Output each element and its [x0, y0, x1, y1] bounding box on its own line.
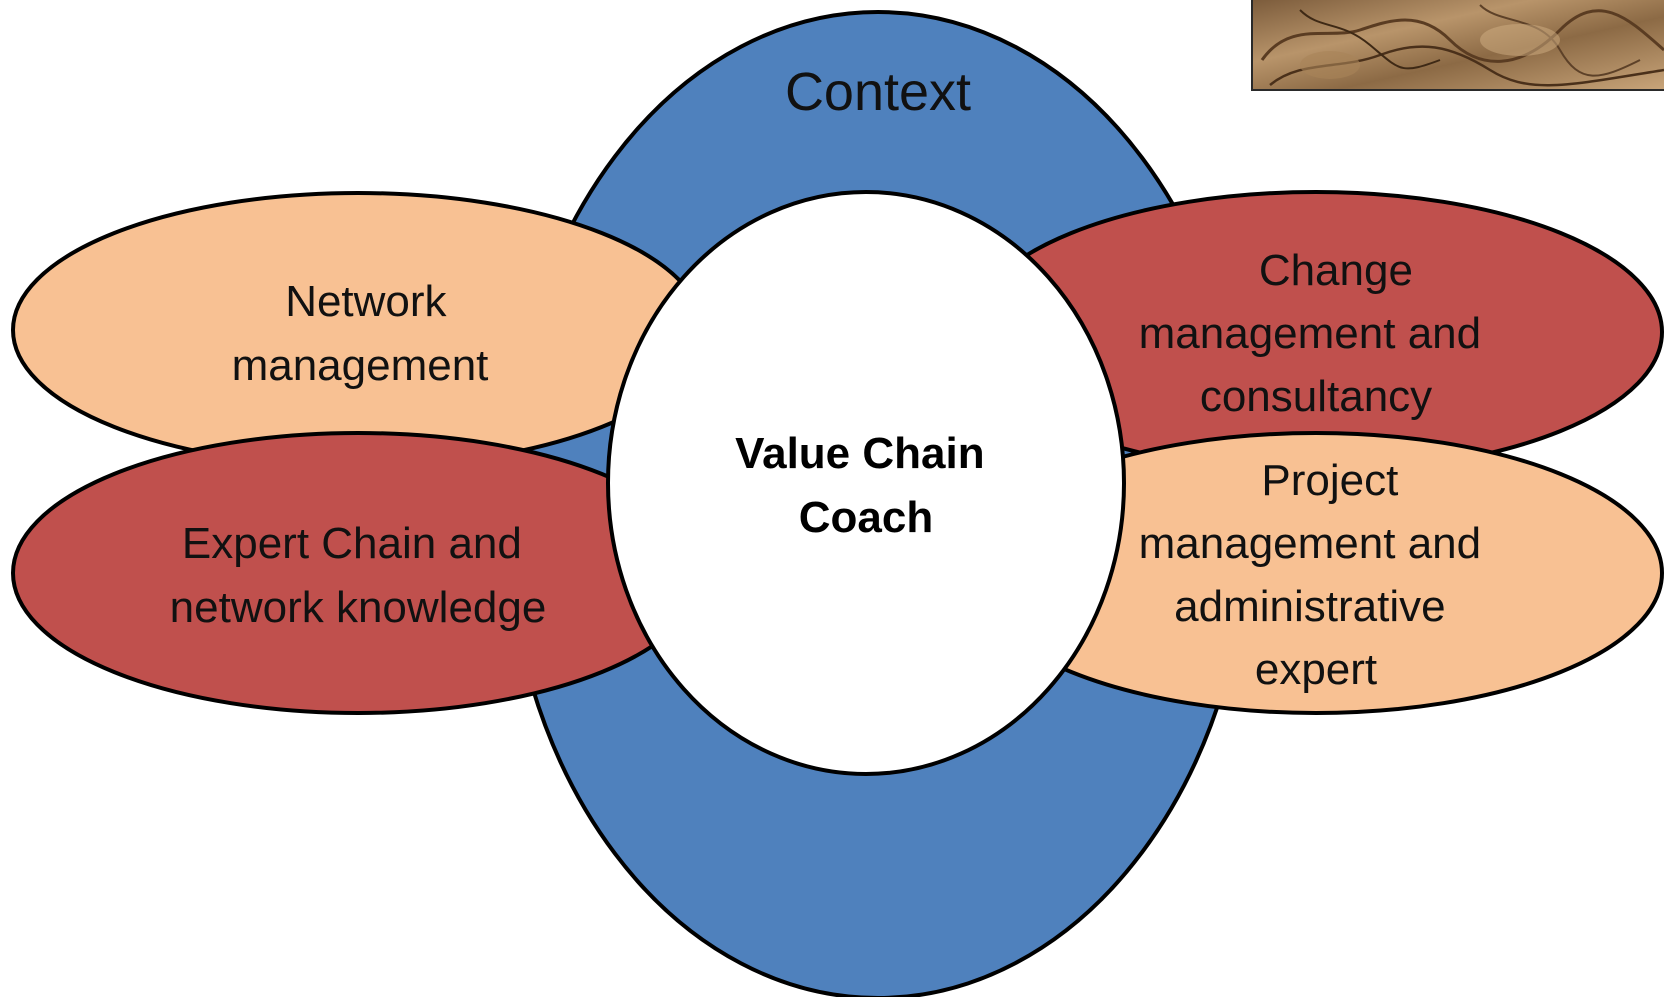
petal-change-management: Change management and consultancy	[968, 190, 1664, 474]
petal-project-line-4: expert	[1255, 645, 1377, 694]
center-label-line-1: Value Chain	[735, 429, 984, 478]
petal-change-label: Change management and consultancy	[1139, 246, 1494, 421]
petal-project-management: Project management and administrative ex…	[968, 431, 1664, 715]
center-label-line-2: Coach	[799, 493, 933, 542]
context-label: Context	[785, 62, 971, 122]
petal-network-management: Network management	[11, 191, 705, 469]
petal-network-label: Network management	[232, 277, 489, 390]
petal-project-label: Project management and administrative ex…	[1139, 456, 1494, 694]
petal-expert-shape	[11, 431, 705, 715]
petal-change-line-2: management and	[1139, 309, 1481, 358]
center-circle	[606, 190, 1126, 776]
center-label: Value Chain Coach	[735, 429, 997, 542]
petal-expert-line-2: network knowledge	[170, 583, 547, 632]
photo-thumbnail-icon	[1260, 4, 1664, 87]
corner-photo	[1251, 0, 1664, 91]
petal-expert-line-1: Expert Chain and	[182, 519, 522, 568]
petal-network-line-2: management	[232, 341, 489, 390]
petal-change-line-3: consultancy	[1200, 372, 1432, 421]
petal-network-shape	[11, 191, 705, 469]
petal-expert-label: Expert Chain and network knowledge	[170, 519, 547, 632]
petal-network-line-1: Network	[285, 277, 447, 326]
petal-change-line-1: Change	[1259, 246, 1413, 295]
petal-project-line-1: Project	[1261, 456, 1398, 505]
petal-expert-chain: Expert Chain and network knowledge	[11, 431, 705, 715]
petal-project-line-3: administrative	[1174, 582, 1445, 631]
petal-project-line-2: management and	[1139, 519, 1481, 568]
